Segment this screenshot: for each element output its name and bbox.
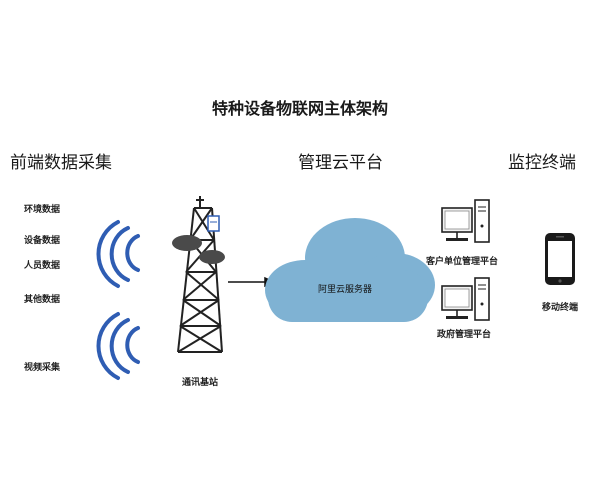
front-item-other: 其他数据	[24, 295, 61, 305]
front-item-video: 视频采集	[24, 363, 61, 373]
cloud-server-label: 阿里云服务器	[318, 285, 373, 295]
wireless-signal-icon-upper	[96, 220, 140, 288]
cloud-icon	[265, 218, 435, 322]
diagram-title: 特种设备物联网主体架构	[211, 99, 388, 118]
mobile-terminal-label: 移动终端	[542, 303, 579, 313]
enterprise-platform-label: 客户单位管理平台	[426, 257, 499, 267]
front-item-equipment: 设备数据	[24, 236, 61, 246]
mobile-phone-icon	[545, 233, 575, 285]
tower-label: 通讯基站	[182, 378, 219, 388]
front-item-personnel: 人员数据	[24, 261, 61, 271]
cloud-heading: 管理云平台	[298, 153, 383, 173]
antenna-dish-icon	[199, 250, 225, 264]
front-item-environment: 环境数据	[24, 205, 61, 215]
antenna-dish-icon	[172, 235, 202, 251]
communication-tower-icon	[177, 196, 223, 353]
front-heading: 前端数据采集	[10, 153, 112, 173]
desktop-computer-icon-enterprise	[441, 199, 490, 243]
government-platform-label: 政府管理平台	[437, 330, 492, 340]
desktop-computer-icon-government	[441, 277, 490, 321]
wireless-signal-icon-lower	[96, 312, 140, 380]
monitor-heading: 监控终端	[508, 153, 576, 173]
